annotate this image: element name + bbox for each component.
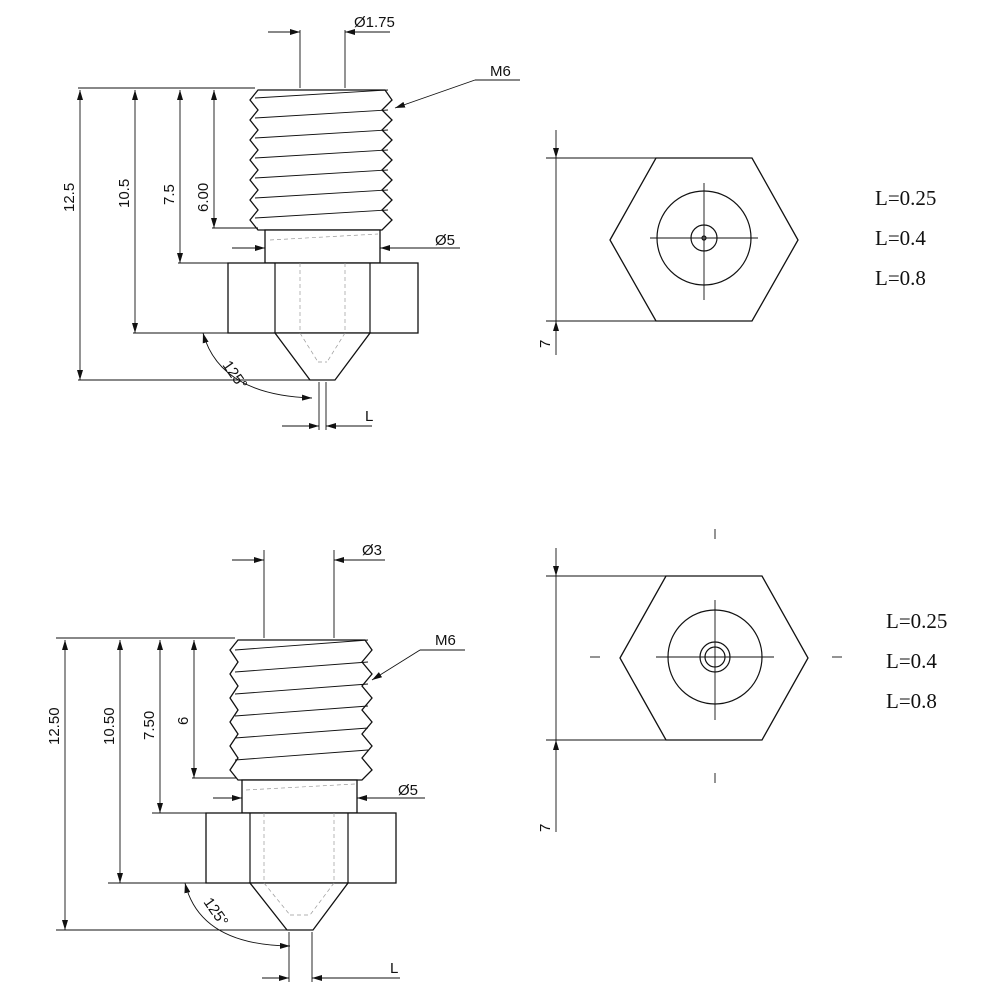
top-l-option-2: L=0.4 (875, 226, 926, 250)
bottom-hex-outline (619, 575, 809, 741)
top-hex-size-label: 7 (537, 340, 554, 348)
bottom-nozzle-tip (248, 882, 350, 931)
top-height-hex-bottom-label: 10.5 (116, 179, 133, 208)
bottom-neck (241, 779, 358, 814)
top-thread-label: M6 (490, 63, 511, 80)
bottom-hex-body (205, 812, 397, 884)
bottom-hole-length-label: L (390, 960, 398, 977)
top-neck-dia-label: Ø5 (435, 232, 455, 249)
top-height-hex-top-label: 7.5 (161, 184, 178, 205)
bottom-height-hex-bottom-label: 10.50 (101, 707, 118, 745)
top-nozzle-tip (273, 332, 372, 381)
bottom-side-view: Ø3 M6 Ø5 12.50 10.50 7.50 6 125° L (46, 542, 465, 982)
top-height-thread-label: 6.00 (195, 183, 212, 212)
top-side-view: Ø1.75 M6 Ø5 12.5 10.5 7.5 6.00 125° L (61, 14, 520, 430)
bottom-angle-label: 125° (200, 895, 232, 930)
bottom-height-hex-top-label: 7.50 (141, 711, 158, 740)
bottom-l-option-3: L=0.8 (886, 689, 937, 713)
top-l-option-1: L=0.25 (875, 186, 936, 210)
top-hex-body (227, 262, 419, 334)
bottom-filament-dia-label: Ø3 (362, 542, 382, 559)
bottom-l-option-2: L=0.4 (886, 649, 937, 673)
top-end-view: 7 L=0.25 L=0.4 L=0.8 (537, 130, 936, 355)
bottom-l-option-1: L=0.25 (886, 609, 947, 633)
bottom-hex-size-label: 7 (537, 824, 554, 832)
bottom-end-view: 7 L=0.25 L=0.4 L=0.8 (537, 529, 947, 832)
bottom-height-total-label: 12.50 (46, 707, 63, 745)
bottom-neck-dia-label: Ø5 (398, 782, 418, 799)
bottom-height-thread-label: 6 (175, 717, 192, 725)
bottom-thread-profile (229, 639, 373, 781)
top-angle-label: 125° (219, 358, 251, 393)
top-height-total-label: 12.5 (61, 183, 78, 212)
top-filament-dia-label: Ø1.75 (354, 14, 395, 31)
top-hole-length-label: L (365, 408, 373, 425)
bottom-thread-label: M6 (435, 632, 456, 649)
top-l-option-3: L=0.8 (875, 266, 926, 290)
